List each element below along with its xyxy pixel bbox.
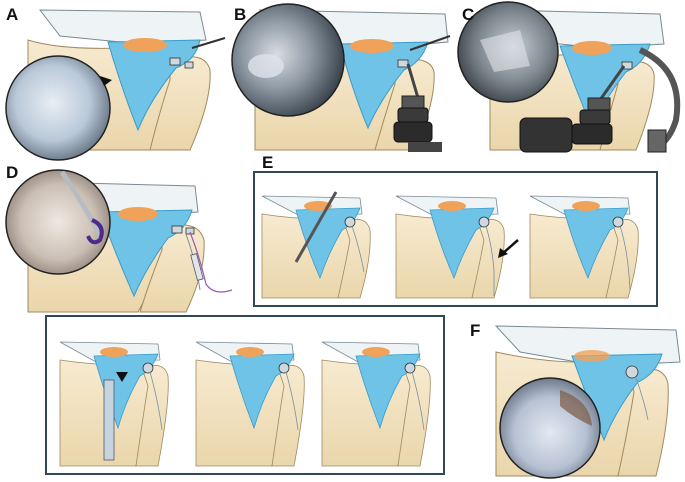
panel-a: [5, 9, 226, 161]
arrowhead-marker: [116, 372, 128, 382]
drill-handle: [519, 97, 613, 153]
coracoid-bone: [149, 56, 211, 151]
panel-c: [457, 1, 681, 153]
panel-label-d: D: [6, 163, 19, 182]
coracoid-bone: [135, 364, 169, 467]
anchor-implant: [478, 216, 490, 228]
coracoid-bone: [599, 61, 655, 151]
anchor-implant: [612, 216, 624, 228]
panel-e-step-1: [261, 191, 371, 299]
suture-strand: [285, 371, 299, 431]
drill-shaft: [598, 65, 626, 101]
suture-strand: [619, 225, 631, 291]
fat-pad: [100, 347, 128, 357]
suture-loop: [86, 218, 104, 245]
coracoid-bone: [337, 218, 371, 299]
coracoid-bone: [617, 368, 669, 477]
arrowhead-marker: [498, 248, 508, 258]
ligament: [99, 209, 193, 298]
panel-e-step-5: [195, 341, 305, 467]
coracoid-bone: [471, 218, 505, 299]
anchor-implant: [621, 61, 633, 70]
suture-strand: [149, 371, 163, 431]
coracoid-bone: [605, 218, 639, 299]
guide-block: [647, 129, 667, 153]
instrument-shaft: [409, 35, 451, 51]
panel-e-continued: [45, 315, 445, 475]
suture-strand: [189, 231, 233, 293]
fat-pad: [236, 347, 264, 357]
panel-e-step-6: [321, 341, 431, 467]
suture-strand: [485, 225, 495, 296]
drill-handle: [393, 95, 442, 152]
acromion-bone: [38, 9, 207, 45]
anchor-implant: [169, 57, 181, 66]
panel-e-step-2: [395, 195, 519, 299]
drill-shaft: [406, 63, 420, 99]
suture-strand: [635, 377, 649, 421]
panel-b: [231, 3, 451, 152]
panel-e-step-3: [529, 195, 639, 299]
panel-label-c: C: [462, 5, 475, 24]
fat-pad: [574, 350, 610, 362]
anchor-implant: [404, 362, 416, 374]
panel-f: [494, 325, 681, 479]
instrument-shaft: [294, 191, 338, 263]
suture-strand: [351, 225, 365, 273]
panel-label-b: B: [234, 5, 247, 24]
suture-passer: [103, 379, 115, 461]
arthroscopic-view: [231, 3, 345, 117]
suture-strand: [411, 371, 425, 431]
anchor-implant: [142, 362, 154, 374]
anchor-implant: [185, 227, 195, 235]
arthroscopic-view: [499, 377, 601, 479]
instrument-shaft: [191, 37, 226, 49]
panel-label-e: E: [262, 153, 274, 172]
arthroscopic-view: [5, 55, 111, 161]
anchor-implant: [184, 61, 194, 69]
fat-pad: [572, 41, 612, 55]
arrowhead-marker: [100, 76, 112, 86]
scope-instrument: [59, 170, 103, 237]
anchor-implant: [278, 362, 290, 374]
panel-e: [253, 171, 658, 307]
fat-pad: [350, 39, 394, 53]
panel-e-step-4: [59, 341, 169, 467]
fat-pad: [362, 347, 390, 357]
anchor-implant: [625, 365, 639, 379]
coracoid-bone: [271, 364, 305, 467]
fat-pad: [438, 201, 466, 211]
fat-pad: [123, 38, 167, 52]
scope-tissue: [560, 390, 592, 426]
arthroscopic-view: [5, 169, 111, 275]
panel-label-f: F: [470, 321, 481, 340]
anchor-implant: [344, 216, 356, 228]
fat-pad: [572, 201, 600, 211]
anchor-implant: [171, 225, 183, 234]
scope-highlight: [248, 54, 284, 78]
coracoid-bone: [397, 364, 431, 467]
coracoid-bone: [139, 224, 205, 313]
fat-pad: [118, 207, 158, 221]
scope-highlight: [480, 30, 530, 72]
anchor-implant: [397, 59, 409, 68]
suture-passer: [190, 253, 204, 281]
panel-label-a: A: [6, 5, 19, 24]
panel-d: [5, 169, 233, 313]
